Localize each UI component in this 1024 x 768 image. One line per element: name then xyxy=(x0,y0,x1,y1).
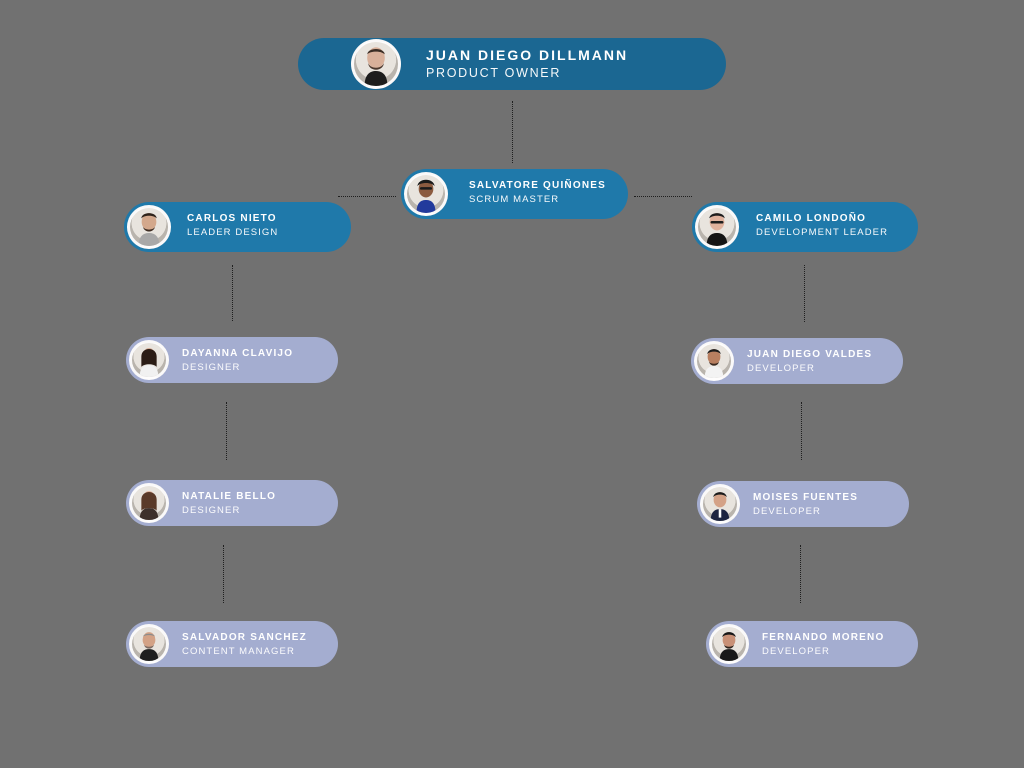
development-lead-avatar-icon xyxy=(695,205,739,249)
design-team-member-avatar-icon xyxy=(129,483,169,523)
development-team-member-role: DEVELOPER xyxy=(753,506,821,517)
design-team-member-card: DAYANNA CLAVIJO DESIGNER xyxy=(126,337,338,383)
design-team-member-card: SALVADOR SANCHEZ CONTENT MANAGER xyxy=(126,621,338,667)
scrum-master-avatar-icon xyxy=(404,172,448,216)
product-owner-card: JUAN DIEGO DILLMANN PRODUCT OWNER xyxy=(298,38,726,90)
connector-scrum-to-dev-lead xyxy=(634,196,692,197)
scrum-master-name: SALVATORE QUIÑONES xyxy=(469,180,606,191)
connector-dev-lead-to-juan xyxy=(804,265,805,322)
development-team-member-card: FERNANDO MORENO DEVELOPER xyxy=(706,621,918,667)
connector-root-to-scrum xyxy=(512,101,513,163)
development-team-member-avatar-icon xyxy=(709,624,749,664)
design-lead-role: LEADER DESIGN xyxy=(187,227,279,238)
design-team-member-card: NATALIE BELLO DESIGNER xyxy=(126,480,338,526)
product-owner-name: JUAN DIEGO DILLMANN xyxy=(426,47,629,63)
development-team-member-role: DEVELOPER xyxy=(762,646,830,657)
development-team-member-avatar-icon xyxy=(694,341,734,381)
product-owner-avatar-icon xyxy=(351,39,401,89)
development-team-member-name: MOISES FUENTES xyxy=(753,492,859,503)
connector-scrum-to-design-lead xyxy=(338,196,396,197)
connector-juan-to-moises xyxy=(801,402,802,460)
scrum-master-card: SALVATORE QUIÑONES SCRUM MASTER xyxy=(401,169,628,219)
design-lead-name: CARLOS NIETO xyxy=(187,213,277,224)
development-team-member-name: JUAN DIEGO VALDES xyxy=(747,349,873,360)
design-lead-card: CARLOS NIETO LEADER DESIGN xyxy=(124,202,351,252)
connector-dayanna-to-natalie xyxy=(226,402,227,460)
product-owner-role: PRODUCT OWNER xyxy=(426,66,562,80)
development-team-member-name: FERNANDO MORENO xyxy=(762,632,885,643)
design-team-member-name: SALVADOR SANCHEZ xyxy=(182,632,307,643)
design-team-member-role: DESIGNER xyxy=(182,362,241,373)
development-lead-name: CAMILO LONDOÑO xyxy=(756,213,867,224)
design-team-member-role: CONTENT MANAGER xyxy=(182,646,295,657)
design-team-member-avatar-icon xyxy=(129,340,169,380)
development-team-member-role: DEVELOPER xyxy=(747,363,815,374)
connector-natalie-to-salvador xyxy=(223,545,224,603)
development-lead-card: CAMILO LONDOÑO DEVELOPMENT LEADER xyxy=(692,202,918,252)
connector-moises-to-fernando xyxy=(800,545,801,603)
connector-design-lead-to-dayanna xyxy=(232,265,233,321)
design-team-member-name: NATALIE BELLO xyxy=(182,491,277,502)
development-team-member-card: MOISES FUENTES DEVELOPER xyxy=(697,481,909,527)
development-team-member-card: JUAN DIEGO VALDES DEVELOPER xyxy=(691,338,903,384)
development-team-member-avatar-icon xyxy=(700,484,740,524)
scrum-master-role: SCRUM MASTER xyxy=(469,194,560,205)
development-lead-role: DEVELOPMENT LEADER xyxy=(756,227,889,238)
design-team-member-name: DAYANNA CLAVIJO xyxy=(182,348,294,359)
design-team-member-role: DESIGNER xyxy=(182,505,241,516)
design-lead-avatar-icon xyxy=(127,205,171,249)
design-team-member-avatar-icon xyxy=(129,624,169,664)
